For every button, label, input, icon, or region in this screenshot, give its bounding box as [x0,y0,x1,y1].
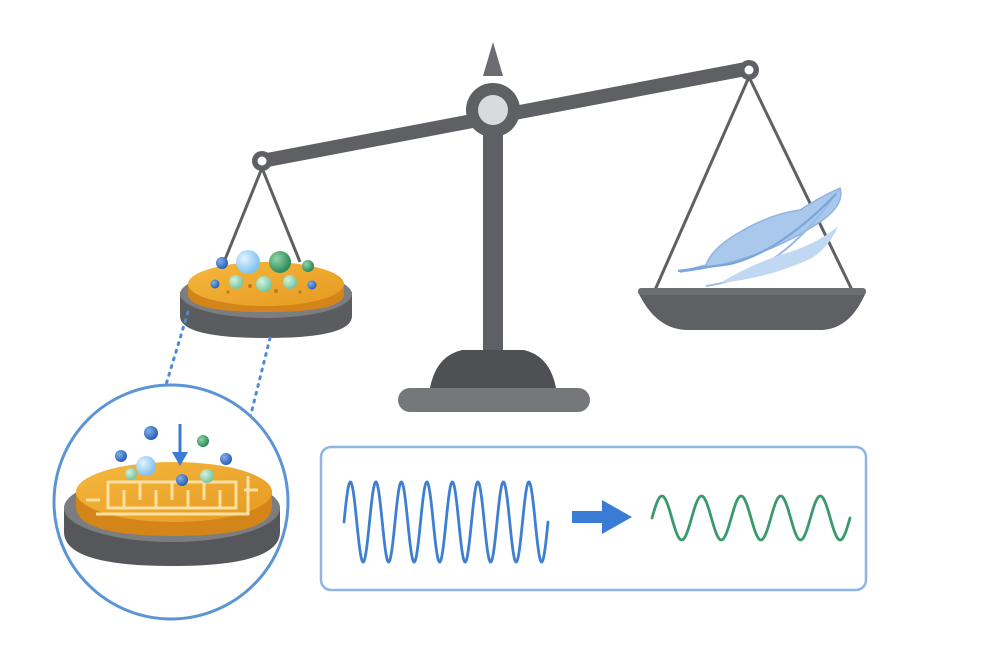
scale-pivot-inner [478,95,508,125]
scale-base-mound [430,350,556,388]
left-string-b [260,167,302,263]
magnified-particles [115,426,232,486]
scale-right-ring-hole [744,65,754,75]
left-string-a [222,167,264,263]
right-string-b [747,76,854,291]
right-string-a [653,76,751,291]
qcm-sensor-disc-icon [180,250,352,338]
adsorbed-particles [210,250,317,294]
high-frequency-wave [342,480,550,564]
magnified-view-icon [52,383,290,621]
lower-frequency-wave [650,494,852,542]
right-pan [638,292,866,330]
scale-base-plate [398,388,590,412]
balance-scale-icon [222,42,866,412]
right-arrow-icon [572,500,632,534]
electrode-pattern [86,476,258,516]
feather-icon [677,186,842,287]
scale-post [483,100,503,362]
frequency-signal-panel [319,445,868,592]
scale-pointer [483,42,503,76]
right-pan-rim [638,288,866,295]
down-arrow-icon [172,424,188,466]
scale-left-ring-hole [257,156,267,166]
